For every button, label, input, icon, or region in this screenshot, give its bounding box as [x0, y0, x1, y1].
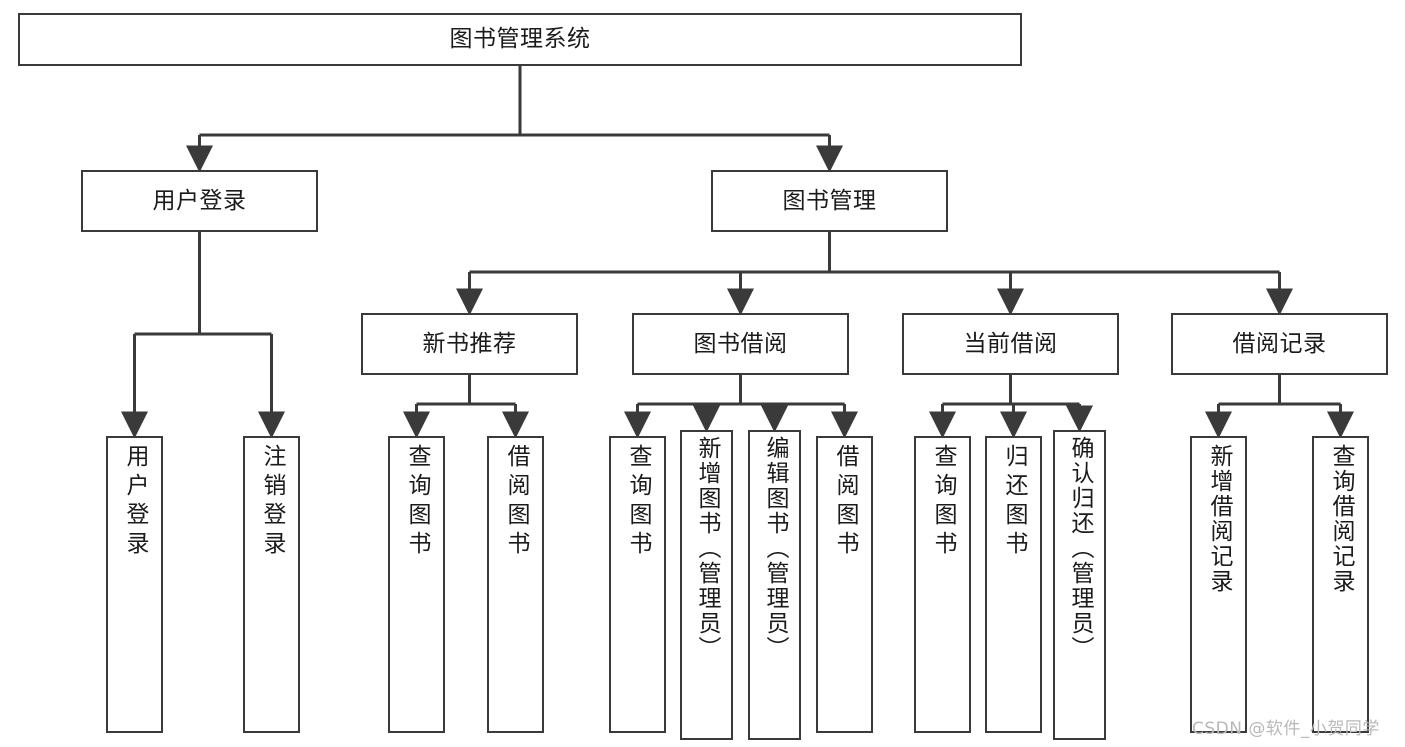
node-leaf-edit-book-label: 编辑图书（管理员）	[762, 436, 788, 661]
node-leaf-return-book-label: 归还图书	[1001, 444, 1027, 560]
node-leaf-borrow-book-2-label: 借阅图书	[832, 444, 858, 560]
node-book-borrow-label: 图书借阅	[693, 330, 788, 357]
node-leaf-query-book-2-label: 查询图书	[625, 444, 651, 560]
node-leaf-add-book-label: 新增图书（管理员）	[694, 436, 720, 661]
node-new-book-rec[interactable]: 新书推荐	[361, 313, 578, 375]
node-leaf-return-book[interactable]: 归还图书	[985, 436, 1042, 733]
node-leaf-add-record[interactable]: 新增借阅记录	[1190, 436, 1247, 733]
node-root[interactable]: 图书管理系统	[18, 13, 1022, 66]
node-current-borrow-label: 当前借阅	[963, 330, 1058, 357]
node-leaf-logout[interactable]: 注销登录	[243, 436, 300, 733]
node-leaf-user-login[interactable]: 用户登录	[106, 436, 163, 733]
node-leaf-query-book-3-label: 查询图书	[930, 444, 956, 560]
node-book-borrow[interactable]: 图书借阅	[632, 313, 849, 375]
node-root-label: 图书管理系统	[449, 26, 591, 53]
node-leaf-query-record[interactable]: 查询借阅记录	[1312, 436, 1369, 733]
node-leaf-query-book-3[interactable]: 查询图书	[914, 436, 971, 733]
node-book-manage[interactable]: 图书管理	[711, 170, 948, 232]
node-leaf-logout-label: 注销登录	[259, 444, 285, 560]
node-borrow-record[interactable]: 借阅记录	[1171, 313, 1388, 375]
node-new-book-rec-label: 新书推荐	[422, 330, 517, 357]
node-user-login[interactable]: 用户登录	[81, 170, 318, 232]
node-leaf-borrow-book-2[interactable]: 借阅图书	[816, 436, 873, 733]
node-leaf-query-record-label: 查询借阅记录	[1328, 444, 1354, 594]
node-leaf-add-record-label: 新增借阅记录	[1206, 444, 1232, 594]
node-leaf-user-login-label: 用户登录	[122, 444, 148, 560]
node-current-borrow[interactable]: 当前借阅	[902, 313, 1119, 375]
node-book-manage-label: 图书管理	[782, 187, 877, 214]
node-leaf-query-book-2[interactable]: 查询图书	[609, 436, 666, 733]
node-leaf-borrow-book-1-label: 借阅图书	[503, 444, 529, 560]
node-leaf-edit-book[interactable]: 编辑图书（管理员）	[748, 430, 801, 740]
node-leaf-query-book-1-label: 查询图书	[404, 444, 430, 560]
node-leaf-query-book-1[interactable]: 查询图书	[388, 436, 445, 733]
node-leaf-borrow-book-1[interactable]: 借阅图书	[487, 436, 544, 733]
node-user-login-label: 用户登录	[152, 187, 247, 214]
node-borrow-record-label: 借阅记录	[1232, 330, 1327, 357]
node-leaf-confirm-return-label: 确认归还（管理员）	[1067, 436, 1093, 661]
node-leaf-add-book[interactable]: 新增图书（管理员）	[680, 430, 733, 740]
node-leaf-confirm-return[interactable]: 确认归还（管理员）	[1053, 430, 1106, 740]
